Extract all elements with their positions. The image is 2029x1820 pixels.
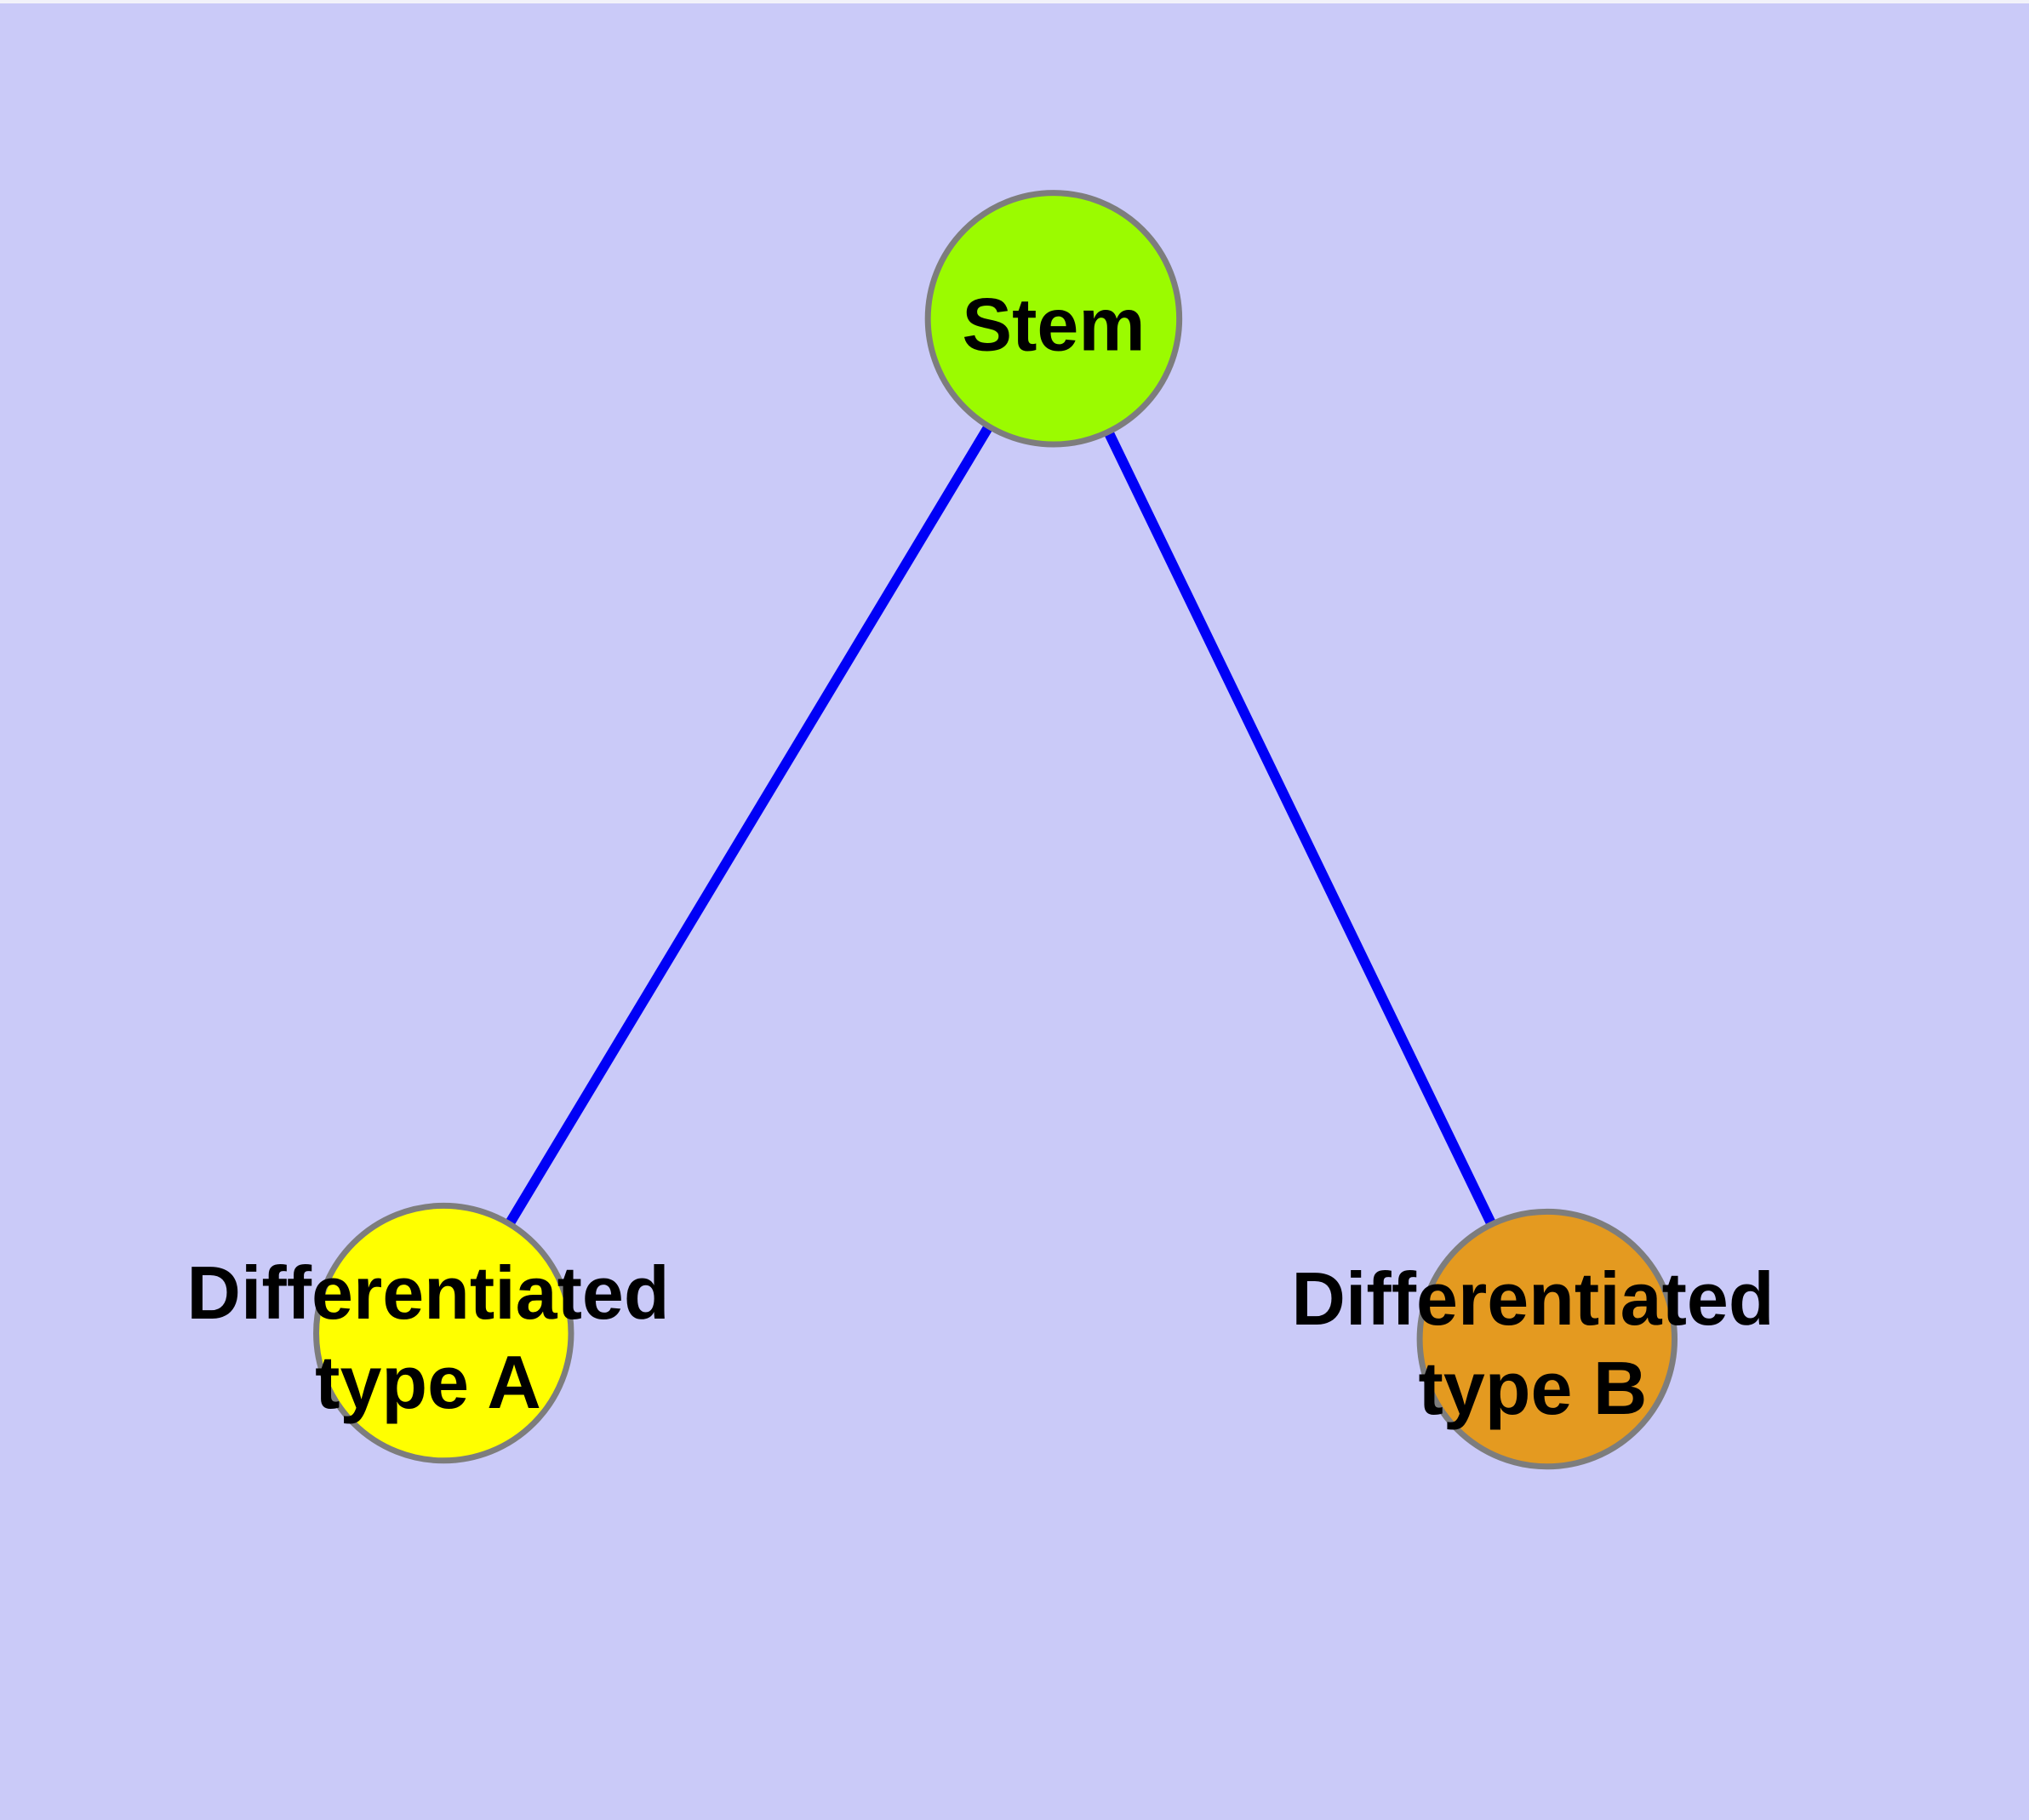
edge-stem-to-type-a bbox=[439, 316, 1059, 1336]
node-label-type-b-line1: Differentiated bbox=[1291, 1256, 1775, 1341]
graph-figure bbox=[313, 190, 1678, 1470]
node-label-stem-text: Stem bbox=[962, 282, 1146, 367]
node-differentiated-type-b bbox=[1416, 1208, 1678, 1470]
node-label-type-b-line2: type B bbox=[1418, 1346, 1648, 1430]
node-stem bbox=[924, 190, 1183, 448]
node-label-differentiated-type-a: Differentiated type A bbox=[186, 1248, 669, 1427]
edge-stem-to-type-b bbox=[1049, 316, 1552, 1342]
node-label-type-a-line2: type A bbox=[315, 1340, 541, 1424]
node-label-type-a-line1: Differentiated bbox=[186, 1251, 670, 1335]
node-label-stem: Stem bbox=[962, 280, 1145, 369]
node-label-differentiated-type-b: Differentiated type B bbox=[1291, 1254, 1774, 1433]
node-differentiated-type-a bbox=[313, 1202, 574, 1464]
